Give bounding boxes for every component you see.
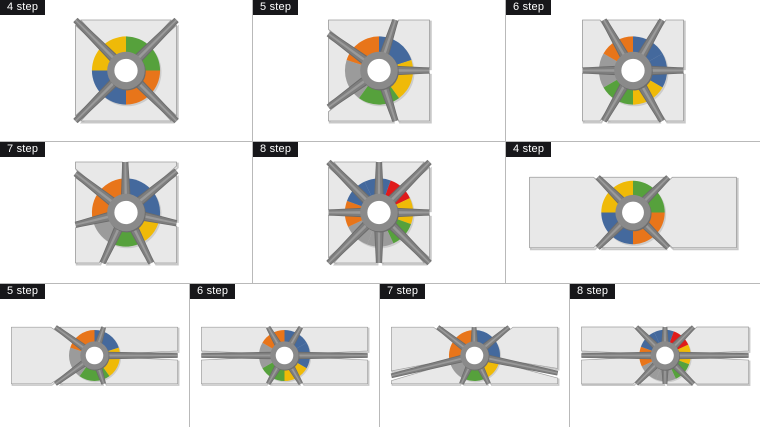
figure-stage — [253, 0, 505, 141]
radial-split-figure — [201, 325, 370, 386]
figure-stage — [380, 284, 569, 427]
figure-stage — [253, 142, 505, 283]
panel-cell-r3c1: 5 step — [0, 284, 190, 427]
hub — [650, 341, 681, 371]
step-label: 7 step — [380, 284, 426, 299]
panel-cell-r3c4: 8 step — [570, 284, 760, 427]
step-label: 8 step — [253, 142, 299, 157]
panel-cell-r3c3: 7 step — [380, 284, 570, 427]
radial-split-figure — [326, 19, 432, 124]
radial-split-figure — [11, 325, 180, 386]
step-label: 6 step — [506, 0, 552, 15]
step-label: 4 step — [506, 142, 552, 157]
radial-split-figure — [529, 175, 739, 251]
panel-cell-r2c1: 7 step — [0, 142, 253, 284]
figure-stage — [570, 284, 760, 427]
hub — [80, 341, 110, 371]
hub — [460, 341, 490, 371]
step-label: 7 step — [0, 142, 46, 157]
spokes — [73, 17, 179, 124]
panel-cell-r1c2: 5 step — [253, 0, 506, 142]
hub — [107, 193, 146, 233]
step-label: 5 step — [0, 284, 46, 299]
step-label: 5 step — [253, 0, 299, 15]
radial-split-figure — [73, 17, 179, 124]
figure-stage — [0, 142, 252, 283]
hub — [360, 51, 399, 91]
spokes — [582, 18, 684, 123]
figure-stage — [506, 0, 760, 141]
figure-stage — [0, 284, 189, 427]
spokes — [326, 19, 430, 122]
hub — [614, 51, 653, 91]
panel-cell-r1c3: 6 step — [506, 0, 760, 142]
step-label: 4 step — [0, 0, 46, 15]
spokes — [581, 325, 749, 386]
panel-cell-r2c3: 4 step — [506, 142, 760, 284]
panel-cell-r1c1: 4 step — [0, 0, 253, 142]
hub — [360, 193, 399, 233]
hub — [615, 194, 652, 232]
panel-cell-r3c2: 6 step — [190, 284, 380, 427]
spokes — [73, 161, 179, 265]
radial-split-figure — [326, 159, 432, 266]
hub — [270, 341, 300, 371]
step-label: 8 step — [570, 284, 616, 299]
radial-split-figure — [73, 161, 179, 266]
radial-split-figure — [390, 325, 560, 386]
figure-stage — [0, 0, 252, 141]
panel-cell-r2c2: 8 step — [253, 142, 506, 284]
radial-split-figure — [581, 325, 751, 386]
step-label: 6 step — [190, 284, 236, 299]
hub — [107, 51, 146, 91]
figure-stage — [506, 142, 760, 283]
spokes — [595, 175, 671, 250]
spokes — [54, 325, 178, 386]
figure-stage — [190, 284, 379, 427]
radial-split-figure — [582, 18, 686, 124]
spokes — [326, 159, 432, 266]
